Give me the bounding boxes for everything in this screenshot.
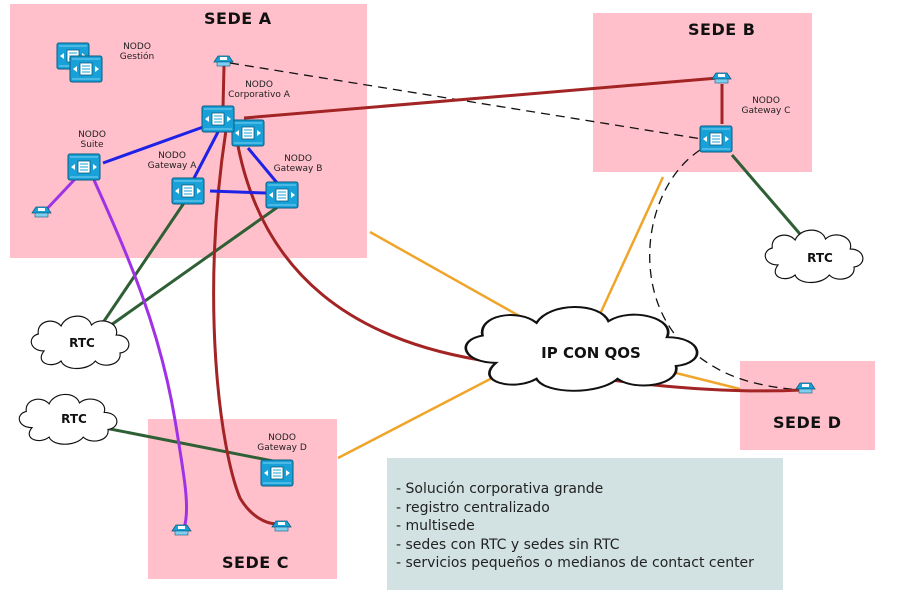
trunk-link: [243, 76, 719, 120]
ip-cloud-label: IP CON QOS: [541, 344, 641, 362]
info-item: - Solución corporativa grande: [396, 481, 604, 497]
server-icon: [67, 153, 101, 181]
suite-link: [92, 179, 189, 529]
ip-phone-icon: [795, 382, 816, 394]
ip-phone-icon: [31, 206, 52, 218]
trunk-link: [212, 129, 281, 526]
node-label-line: NODO: [78, 130, 106, 140]
info-item: - sedes con RTC y sedes sin RTC: [396, 536, 620, 553]
lan-link: [190, 131, 220, 183]
node-gestion-label: NODO Gestión: [112, 42, 162, 62]
rtc-link: [730, 154, 802, 235]
node-label-line: NODO: [268, 433, 296, 443]
ip-link: [599, 176, 665, 313]
node-label-line: Gateway D: [257, 443, 307, 453]
server-icon: [69, 55, 103, 83]
site-c-label: SEDE C: [222, 553, 289, 572]
lan-link: [102, 124, 207, 165]
gateway-icon: [171, 177, 205, 205]
site-d: [740, 361, 875, 450]
rtc-link: [96, 199, 188, 331]
node-label-line: NODO: [752, 96, 780, 106]
node-label-line: Gateway B: [273, 164, 323, 174]
ip-phone-icon: [711, 72, 732, 84]
node-label-line: Suite: [80, 140, 104, 150]
dashed-link: [649, 149, 801, 391]
ip-link: [369, 230, 531, 324]
info-box: - Solución corporativa grande - registro…: [387, 458, 783, 590]
node-gateway-a-label: NODO Gateway A: [140, 151, 204, 171]
rtc-link: [103, 202, 283, 332]
trunk-link: [221, 65, 226, 109]
node-corporativo-a-label: NODO Corporativo A: [221, 80, 297, 100]
node-suite-label: NODO Suite: [67, 130, 117, 150]
rtc-bottom-left-label: RTC: [61, 412, 87, 426]
ip-link: [671, 370, 741, 391]
lan-link: [209, 189, 267, 195]
node-label-line: NODO: [245, 80, 273, 90]
node-gateway-b-label: NODO Gateway B: [266, 154, 330, 174]
ip-phone-icon: [171, 524, 192, 536]
node-label-line: NODO: [284, 154, 312, 164]
info-item: - registro centralizado: [396, 499, 550, 516]
rtc-right-label: RTC: [807, 251, 833, 265]
ip-phone-icon: [271, 520, 292, 532]
info-list: - Solución corporativa grande - registro…: [387, 458, 783, 573]
gateway-icon: [699, 125, 733, 153]
gateway-icon: [260, 459, 294, 487]
server-icon: [201, 105, 235, 133]
node-gateway-c-label: NODO Gateway C: [734, 96, 798, 116]
site-d-label: SEDE D: [773, 413, 842, 432]
gateway-icon: [265, 181, 299, 209]
node-label-line: Corporativo A: [228, 90, 290, 100]
node-label-line: Gateway A: [147, 161, 197, 171]
site-a-label: SEDE A: [204, 9, 272, 28]
node-label-line: NODO: [158, 151, 186, 161]
info-item: - servicios pequeños o medianos de conta…: [396, 555, 754, 572]
site-b-label: SEDE B: [688, 20, 756, 39]
rtc-left-label: RTC: [69, 336, 95, 350]
rtc-link: [99, 425, 279, 464]
node-label-line: Gestión: [119, 52, 155, 62]
suite-link: [42, 176, 78, 214]
dashed-link: [229, 62, 709, 141]
ip-phone-icon: [213, 55, 234, 67]
info-item: - multisede: [396, 518, 475, 535]
node-label-line: NODO: [123, 42, 151, 52]
lan-link: [246, 147, 280, 185]
node-label-line: Gateway C: [741, 106, 791, 116]
node-gateway-d-label: NODO Gateway D: [250, 433, 314, 453]
server-icon: [231, 119, 265, 147]
ip-link: [337, 374, 497, 460]
